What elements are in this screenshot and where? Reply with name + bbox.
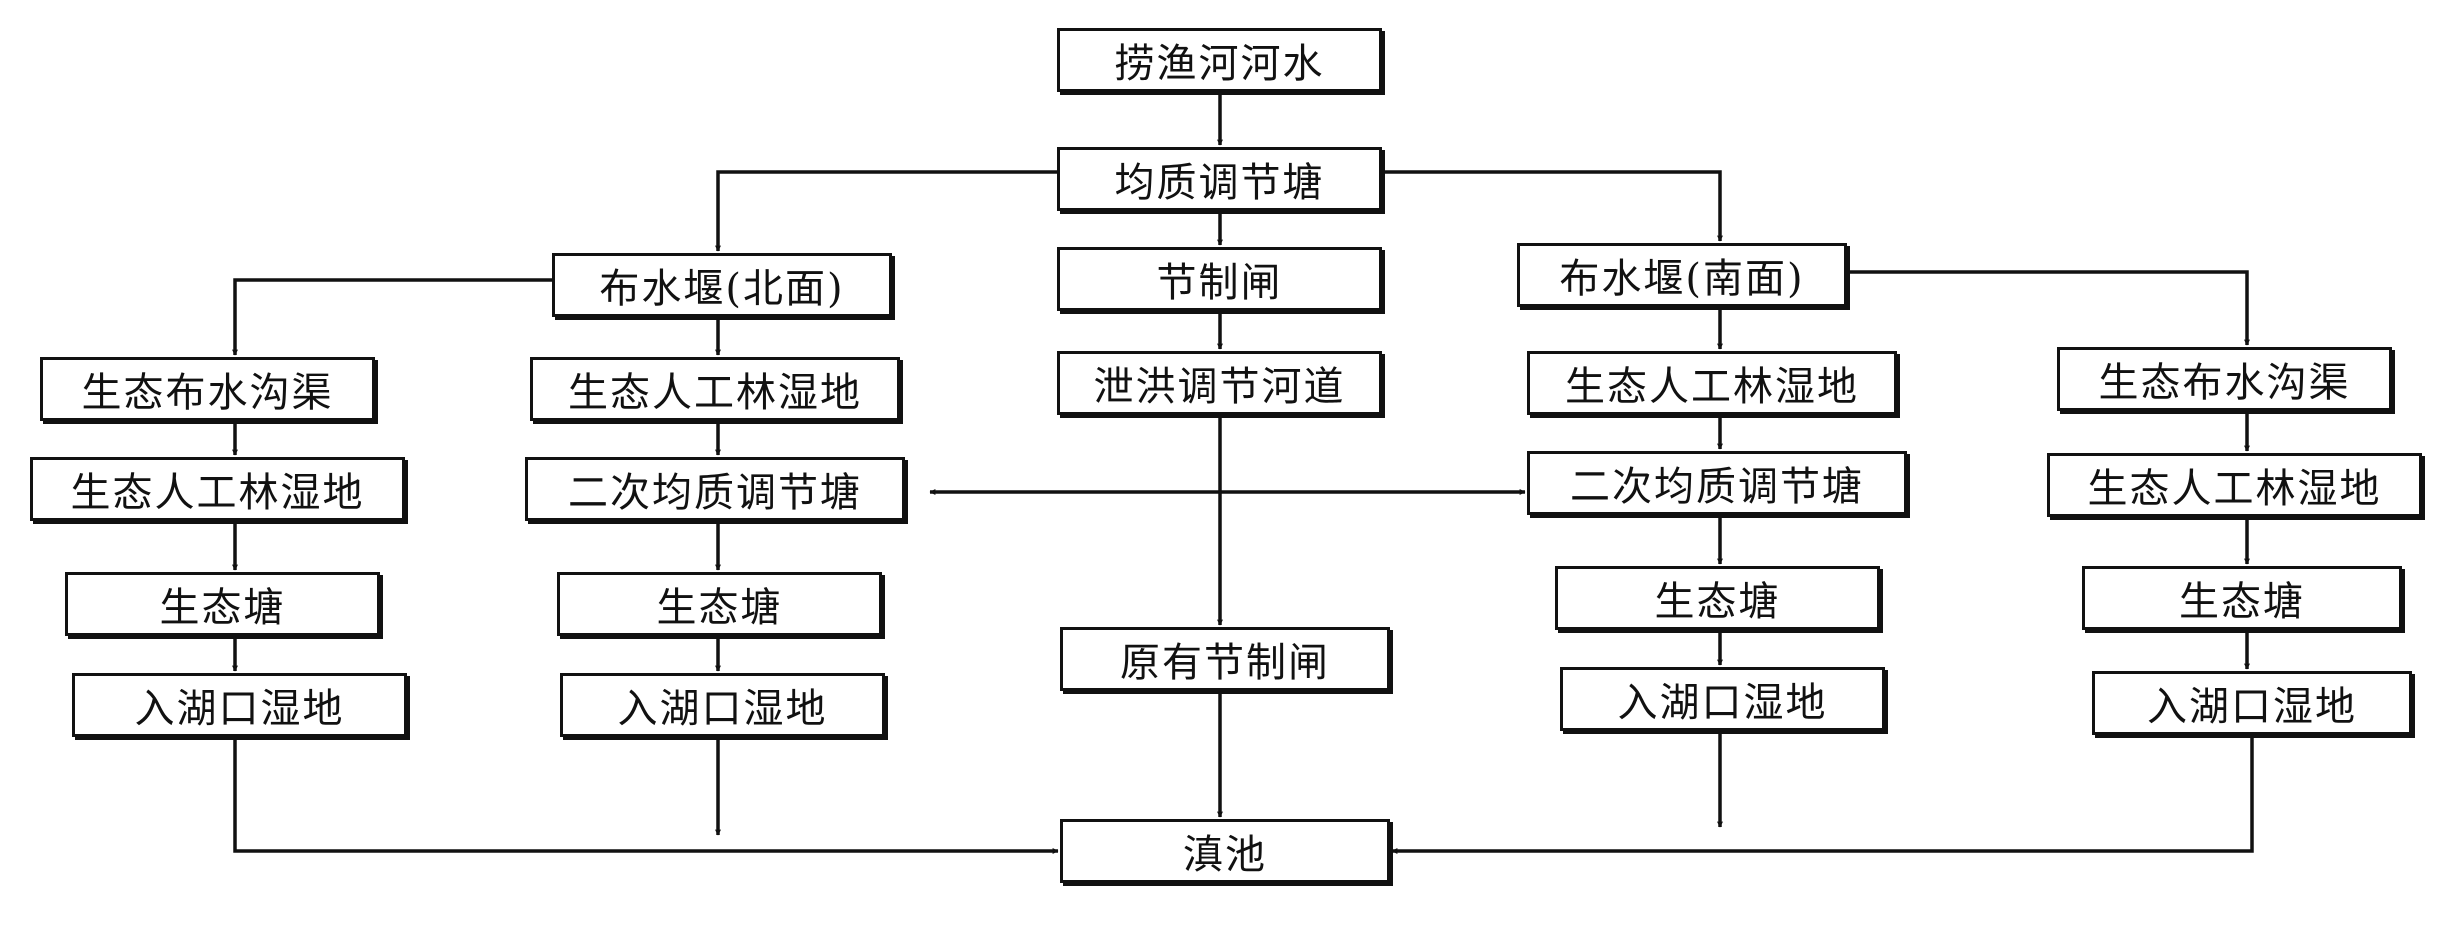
node-lake-inlet-south: 入湖口湿地 <box>1560 667 1885 731</box>
edge-equalize-to-weir-south <box>1382 170 1723 242</box>
node-eco-pond-east: 生态塘 <box>2082 566 2402 630</box>
node-forest-wetland-east: 生态人工林湿地 <box>2047 453 2422 517</box>
node-forest-wetland-north: 生态人工林湿地 <box>530 357 900 421</box>
node-ditch-west: 生态布水沟渠 <box>40 357 375 421</box>
node-lake-inlet-west: 入湖口湿地 <box>72 673 407 737</box>
edge-inlet-west-to-dianchi <box>233 737 1059 854</box>
node-eco-pond-west: 生态塘 <box>65 572 380 636</box>
node-equalize-pond: 均质调节塘 <box>1057 147 1382 211</box>
node-forest-wetland-west: 生态人工林湿地 <box>30 457 405 521</box>
node-dianchi-lake: 滇池 <box>1060 819 1390 883</box>
node-flood-channel: 泄洪调节河道 <box>1057 351 1382 415</box>
node-lake-inlet-north: 入湖口湿地 <box>560 673 885 737</box>
edge-weir-north-to-ditch-west <box>232 278 552 356</box>
node-eco-pond-south: 生态塘 <box>1555 566 1880 630</box>
node-forest-wetland-south: 生态人工林湿地 <box>1527 351 1897 415</box>
node-lake-inlet-east: 入湖口湿地 <box>2092 671 2412 735</box>
node-second-pond-north: 二次均质调节塘 <box>525 457 905 521</box>
node-ditch-east: 生态布水沟渠 <box>2057 347 2392 411</box>
edge-equalize-to-weir-north <box>715 170 1057 252</box>
node-second-pond-south: 二次均质调节塘 <box>1527 451 1907 515</box>
node-weir-north: 布水堰(北面) <box>552 253 892 317</box>
node-original-gate: 原有节制闸 <box>1060 627 1390 691</box>
edge-weir-south-to-ditch-east <box>1847 270 2250 346</box>
node-regulating-gate: 节制闸 <box>1057 247 1382 311</box>
edge-inlet-east-to-dianchi <box>1391 735 2254 854</box>
node-weir-south: 布水堰(南面) <box>1517 243 1847 307</box>
node-source: 捞渔河河水 <box>1057 28 1382 92</box>
node-eco-pond-north: 生态塘 <box>557 572 882 636</box>
